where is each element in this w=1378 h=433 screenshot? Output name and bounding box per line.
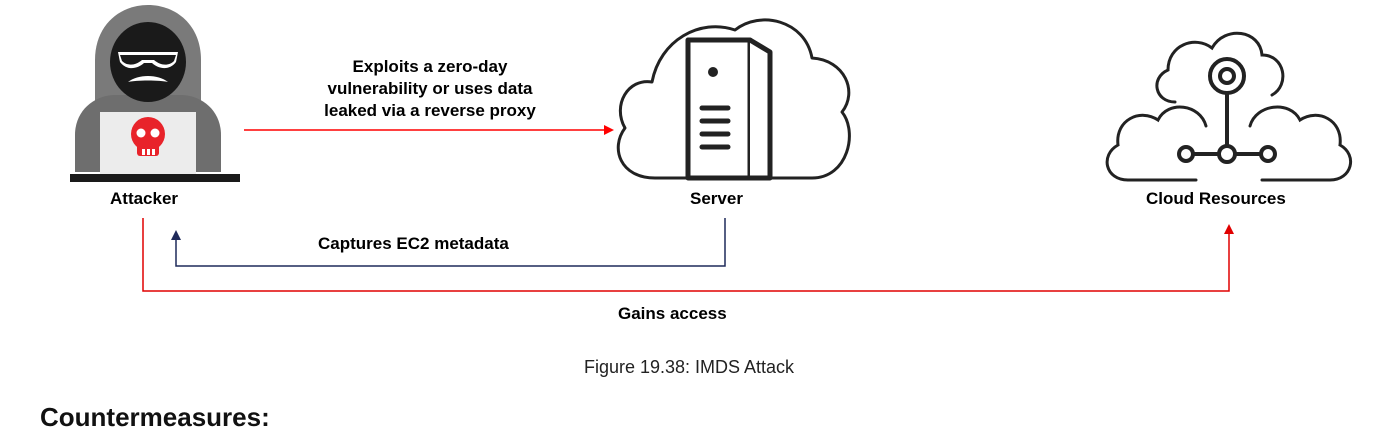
capture-edge-label: Captures EC2 metadata — [318, 234, 509, 253]
skull-icon — [131, 117, 165, 156]
figure-caption: Figure 19.38: IMDS Attack — [583, 357, 795, 377]
server-label: Server — [690, 189, 743, 208]
hacker-icon — [70, 5, 240, 182]
exploit-label-line-2: vulnerability or uses data — [327, 79, 533, 98]
edge-capture — [171, 218, 726, 267]
diagram-canvas — [70, 5, 1352, 292]
imds-attack-diagram: Attacker Server Cloud Resources Exploits… — [40, 5, 1352, 432]
server-cloud-icon — [616, 18, 851, 181]
exploit-label-line-3: leaked via a reverse proxy — [324, 101, 536, 120]
access-edge-label: Gains access — [618, 304, 727, 323]
exploit-label-line-1: Exploits a zero-day — [352, 57, 508, 76]
cloud-network-icon — [1105, 31, 1352, 182]
attacker-label: Attacker — [110, 189, 179, 208]
edge-access — [142, 218, 1234, 292]
cloud-resources-label: Cloud Resources — [1146, 189, 1286, 208]
exploit-edge-label: Exploits a zero-day vulnerability or use… — [290, 56, 570, 122]
